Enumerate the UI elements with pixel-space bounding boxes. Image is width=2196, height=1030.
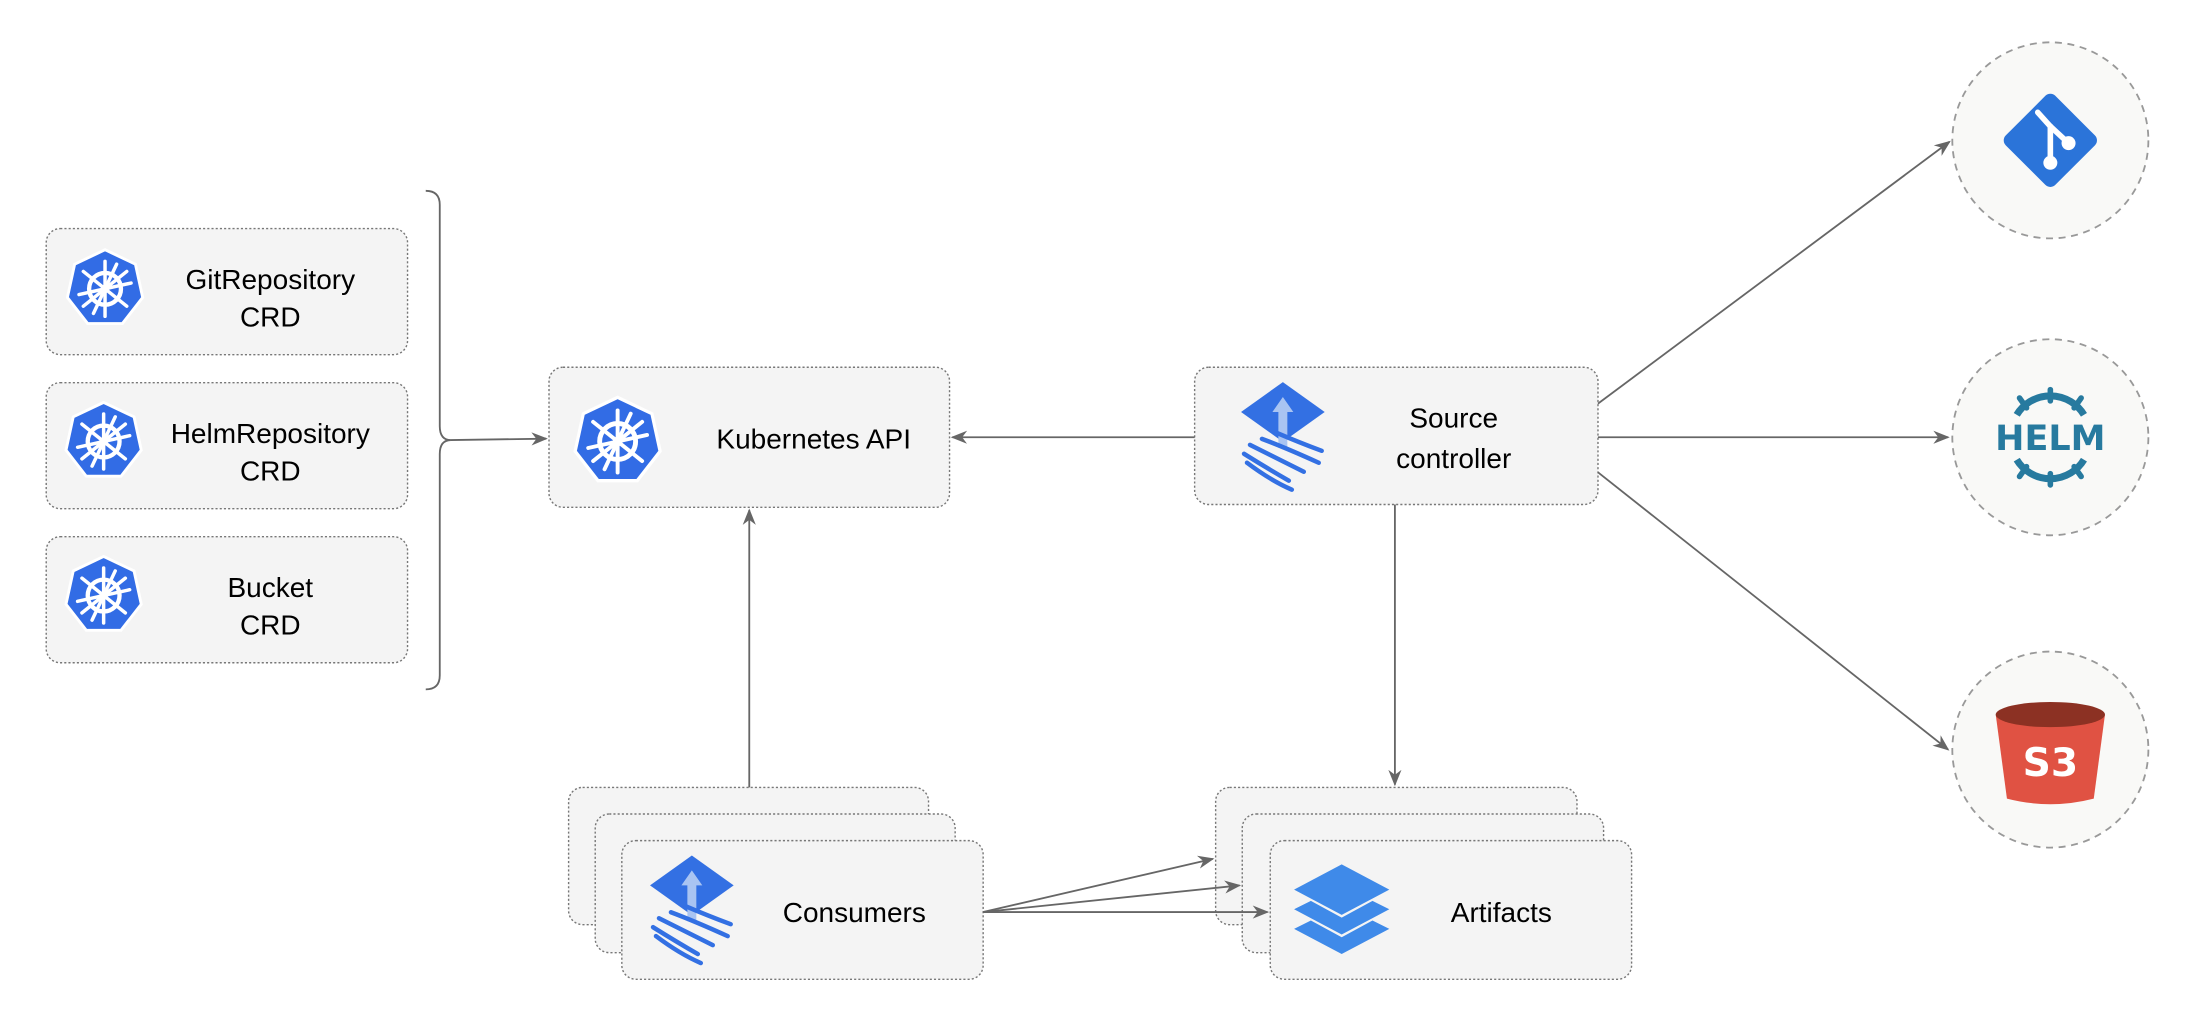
crd-bucket[interactable]: Bucket CRD xyxy=(45,536,409,664)
consumers-label: Consumers xyxy=(783,897,926,928)
kubernetes-icon xyxy=(66,402,141,476)
artifacts-node[interactable]: Artifacts xyxy=(1214,786,1633,980)
git-source[interactable] xyxy=(1951,41,2150,240)
edge-source-controller-to-git xyxy=(1597,140,1951,405)
helm-source[interactable]: HELM xyxy=(1951,338,2150,537)
svg-text:S3: S3 xyxy=(2023,741,2079,786)
crd-label: CRD xyxy=(240,456,301,487)
crd-label: Bucket xyxy=(227,572,313,603)
svg-text:HELM: HELM xyxy=(1995,419,2105,459)
kubernetes-icon xyxy=(66,556,141,630)
crd-gitrepository[interactable]: GitRepository CRD xyxy=(45,227,409,356)
s3-bucket-icon: S3 xyxy=(1995,701,2105,805)
helm-icon: HELM xyxy=(1995,386,2106,488)
kubernetes-api-node[interactable]: Kubernetes API xyxy=(548,366,951,508)
git-icon xyxy=(2003,93,2097,187)
s3-source[interactable]: S3 xyxy=(1951,650,2150,849)
kubernetes-api-label: Kubernetes API xyxy=(716,423,911,454)
edge-crds-to-kubernetes-api xyxy=(450,432,548,446)
kubernetes-icon xyxy=(575,397,660,480)
edge-consumers-to-artifacts xyxy=(983,880,1242,913)
crd-label: CRD xyxy=(240,610,301,641)
edge-source-controller-to-s3 xyxy=(1597,471,1950,751)
source-controller-node[interactable]: Source controller xyxy=(1193,366,1599,506)
crd-label: GitRepository xyxy=(185,264,355,295)
crd-helmrepository[interactable]: HelmRepository CRD xyxy=(45,381,409,510)
kubernetes-icon xyxy=(67,250,142,324)
artifacts-label: Artifacts xyxy=(1451,897,1552,928)
edge-consumers-to-artifacts xyxy=(982,855,1215,913)
source-controller-label: Source xyxy=(1409,402,1498,433)
crd-label: HelmRepository xyxy=(171,418,370,449)
crd-label: CRD xyxy=(240,302,301,333)
consumers-node[interactable]: Consumers xyxy=(567,786,984,980)
crd-group-brace xyxy=(425,189,452,691)
source-controller-label: controller xyxy=(1396,443,1511,474)
